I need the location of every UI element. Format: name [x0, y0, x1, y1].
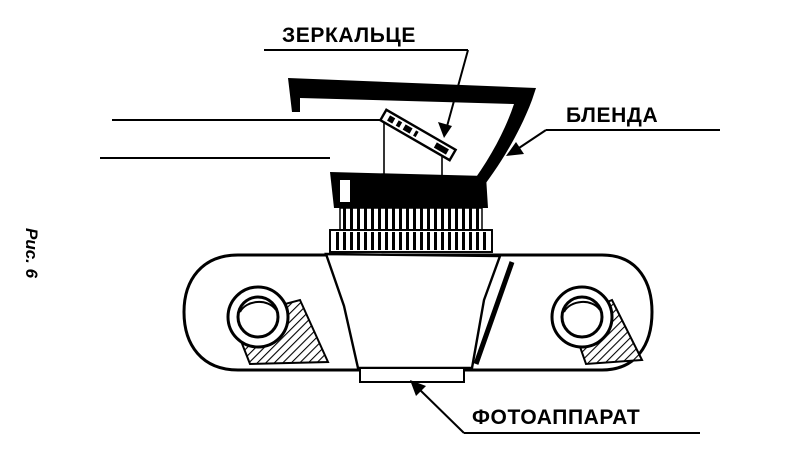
- lens-barrel: [329, 207, 493, 253]
- callout-mirror: ЗЕРКАЛЬЦЕ: [264, 24, 469, 138]
- label-mirror: ЗЕРКАЛЬЦЕ: [282, 24, 416, 47]
- camera-outer-band: [182, 253, 654, 372]
- camera-center-section: [324, 252, 502, 370]
- caption-text: Рис. 6: [22, 228, 41, 279]
- right-spool: [550, 285, 644, 366]
- callout-hood: БЛЕНДА: [506, 104, 720, 156]
- mirror: [378, 108, 458, 162]
- lens-top-ring: [330, 172, 488, 208]
- left-spool: [226, 285, 330, 366]
- camera-bottom-tab: [359, 367, 465, 383]
- label-hood: БЛЕНДА: [566, 104, 658, 127]
- callout-camera: ФОТОАППАРАТ: [410, 380, 700, 434]
- lens-hood: [288, 78, 536, 196]
- figure-caption: Рис. 6: [22, 228, 41, 279]
- hood-body: [288, 78, 536, 196]
- light-rays: [100, 119, 384, 159]
- label-camera: ФОТОАППАРАТ: [472, 406, 640, 429]
